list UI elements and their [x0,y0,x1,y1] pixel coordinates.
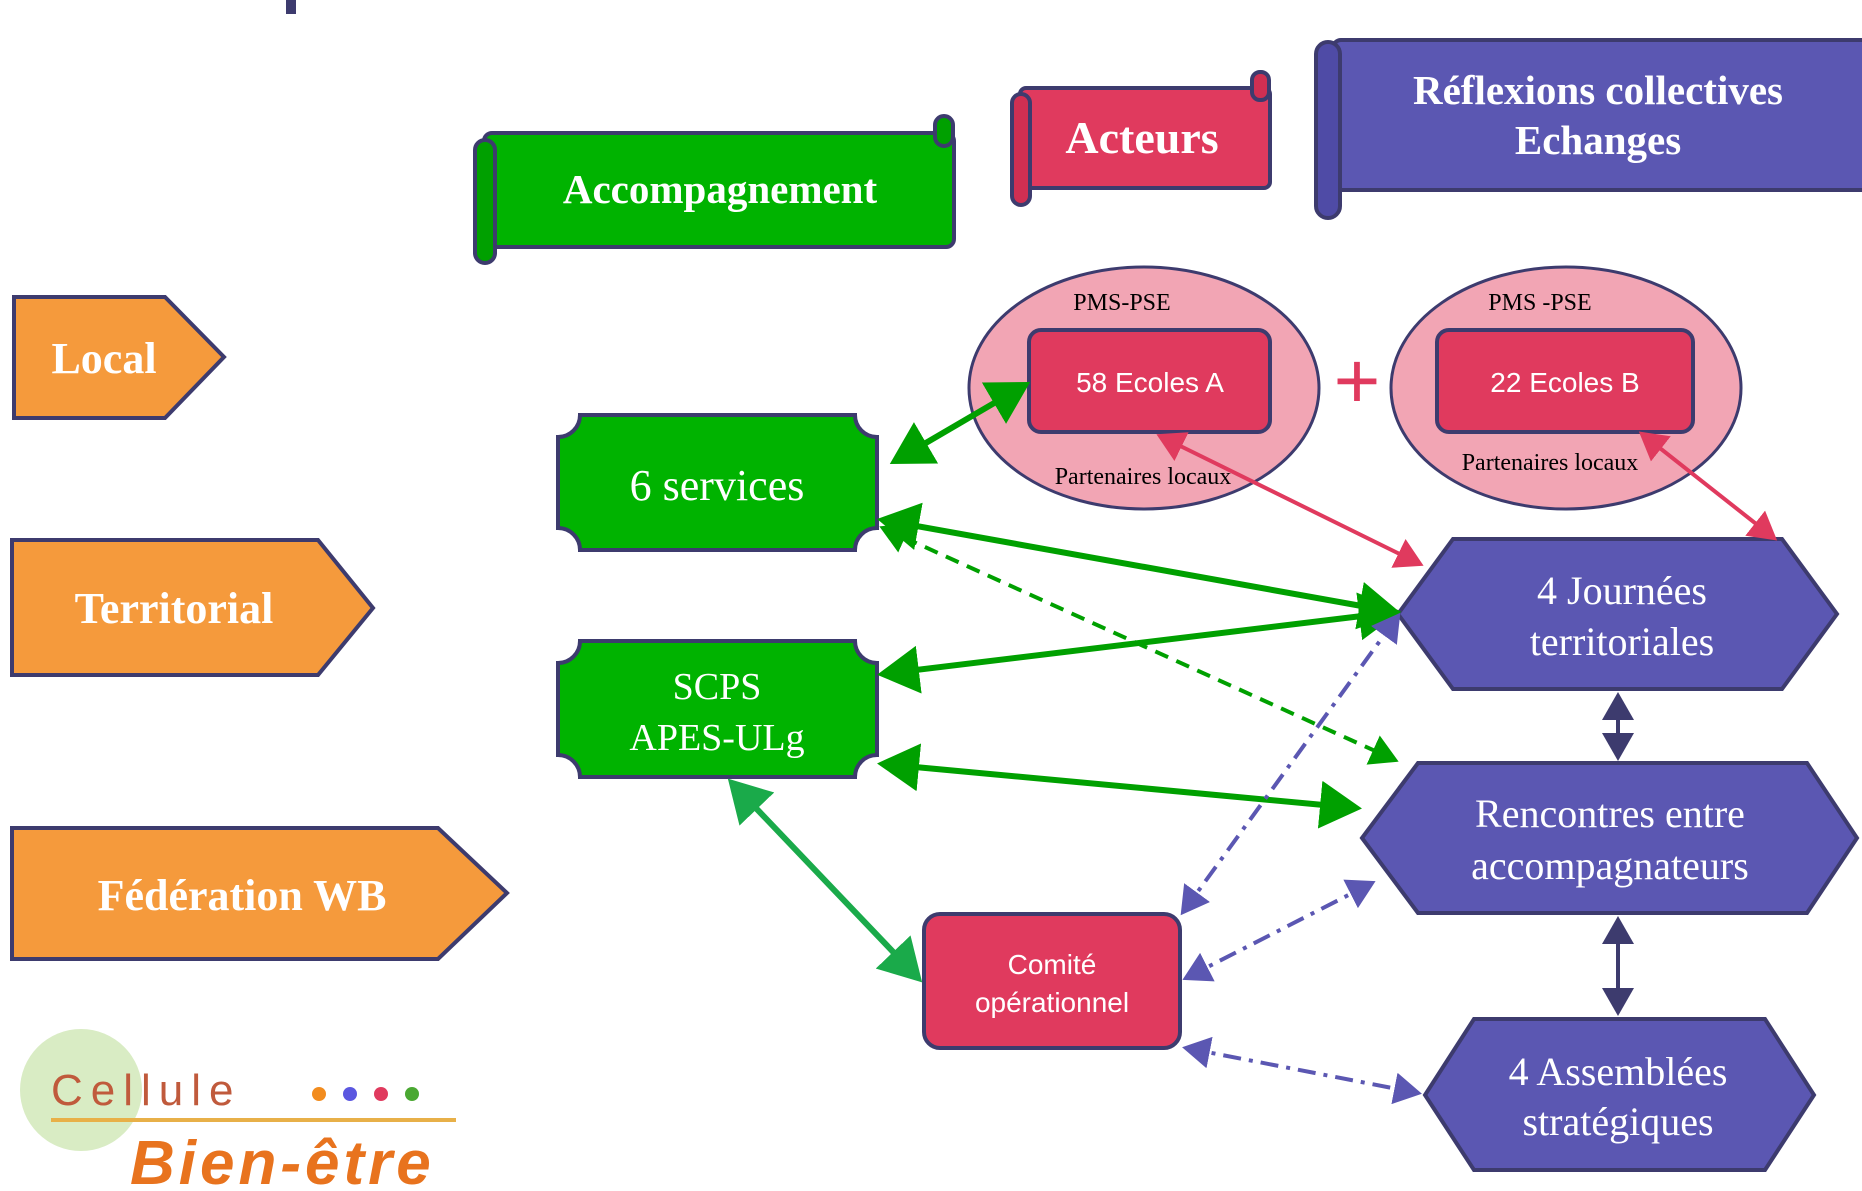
arrow-scps-comite [727,778,923,983]
svg-text:stratégiques: stratégiques [1522,1099,1713,1144]
logo-underline [51,1118,456,1122]
arrow-services-journees [877,502,1401,630]
journees-node: 4 Journées territoriales [1395,537,1840,691]
rencontres-node: Rencontres entre accompagnateurs [1359,761,1860,915]
svg-text:Fédération WB: Fédération WB [98,871,387,920]
reflexions-banner: Réflexions collectives Echanges [1314,38,1862,220]
svg-text:4 Assemblées: 4 Assemblées [1509,1049,1728,1094]
accompagnement-title: Accompagnement [563,166,878,212]
svg-text:6 services: 6 services [630,461,805,510]
level-territorial: Territorial [10,538,376,677]
acteurs-title: Acteurs [1065,112,1218,163]
arrow-ecoles-a-journees [1156,432,1424,568]
arrow-scps-rencontres [877,743,1362,829]
logo-dot-orange [312,1087,326,1101]
pms-b-label: PMS -PSE [1488,290,1591,316]
plus-sign: + [1334,336,1381,425]
level-local: Local [12,295,227,420]
ecoles-b-box [1435,328,1695,434]
ecoles-b-label: 22 Ecoles B [1490,367,1639,398]
svg-text:APES-ULg: APES-ULg [629,717,804,759]
svg-text:accompagnateurs: accompagnateurs [1471,843,1749,888]
svg-text:opérationnel: opérationnel [975,987,1129,1018]
reflexions-title-line2: Echanges [1515,117,1681,163]
arrow-ecoles-b-journees [1638,431,1778,541]
pms-a-label: PMS-PSE [1073,290,1170,316]
svg-text:Comité: Comité [1008,949,1097,980]
arrow-comite-rencontres [1182,879,1376,982]
arrow-scps-journees [877,592,1401,694]
level-federation: Fédération WB [10,826,510,961]
svg-text:territoriales: territoriales [1530,619,1714,664]
logo-dot-red [374,1087,388,1101]
acteurs-banner: Acteurs [1010,70,1272,207]
logo-dot-blue [343,1087,357,1101]
arrow-services-ecoles-a [889,381,1031,465]
comite-node: Comité opérationnel [922,912,1182,1050]
assemblees-node: 4 Assemblées stratégiques [1422,1017,1817,1172]
arrow-comite-assemblees [1182,1036,1422,1105]
svg-text:Local: Local [51,334,156,383]
corner-mark [286,0,296,14]
scps-node: SCPS APES-ULg [556,639,879,779]
reflexions-title-line1: Réflexions collectives [1413,67,1783,113]
logo-dot-green [405,1087,419,1101]
services-node: 6 services [556,413,879,552]
arrow-comite-journees [1180,612,1401,916]
ecoles-a-label: 58 Ecoles A [1076,367,1224,398]
partenaires-a-label: Partenaires locaux [1055,464,1232,490]
cellule-bien-etre-logo: Cellule Bien-être [20,1029,456,1191]
svg-text:Rencontres entre: Rencontres entre [1475,791,1745,836]
partenaires-b-label: Partenaires locaux [1462,450,1639,476]
logo-word-bien-etre: Bien-être [130,1129,435,1191]
logo-word-cellule: Cellule [51,1066,242,1115]
ecoles-a-box [1027,328,1272,434]
svg-text:SCPS: SCPS [673,666,762,708]
svg-text:4 Journées: 4 Journées [1537,568,1707,613]
svg-text:Territorial: Territorial [75,584,274,633]
accompagnement-banner: Accompagnement [473,114,956,265]
